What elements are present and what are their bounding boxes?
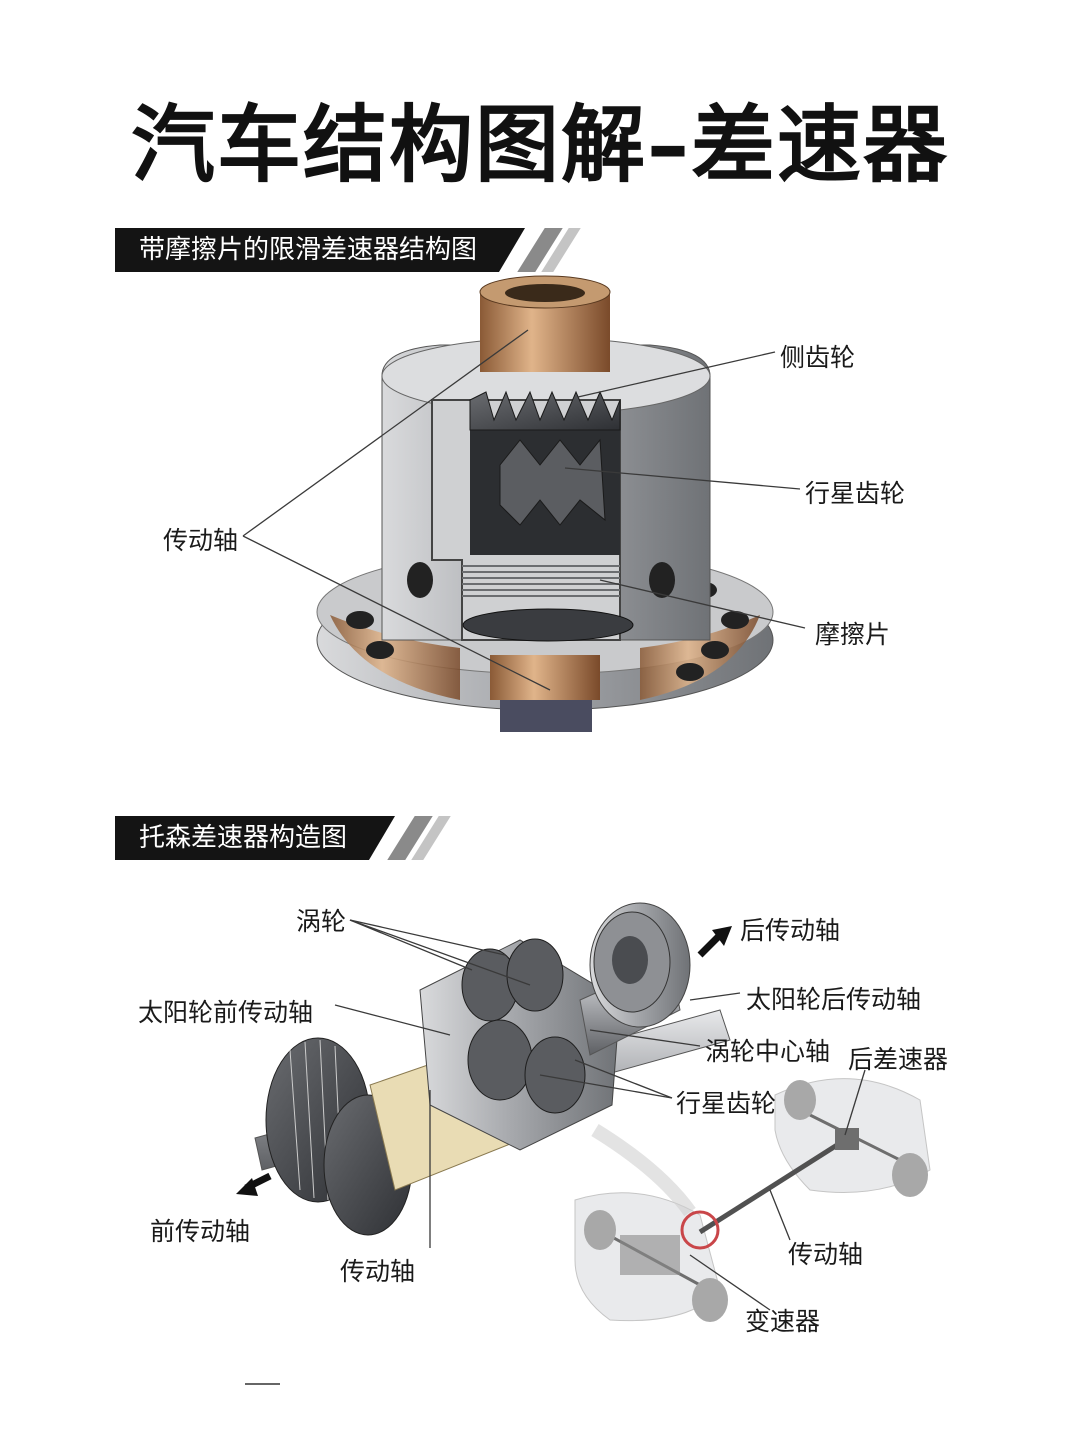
page-title: 汽车结构图解–差速器 xyxy=(130,96,949,194)
section1-heading-banner: 带摩擦片的限滑差速器结构图 xyxy=(115,228,581,272)
section1-leader-lines xyxy=(242,329,806,691)
label-transmission: 变速器 xyxy=(745,1307,821,1336)
label-drive-shaft-2: 传动轴 xyxy=(340,1257,416,1286)
leader-worm-wheel-1 xyxy=(349,919,473,971)
leader-transmission xyxy=(689,1254,771,1311)
leader-side-gear xyxy=(577,351,776,398)
label-drive-shaft: 传动轴 xyxy=(163,526,239,555)
leader-sun-rear-shaft xyxy=(689,992,741,1001)
label-sun-front-shaft: 太阳轮前传动轴 xyxy=(138,998,314,1027)
lsd-illustration xyxy=(316,275,774,732)
torsen-illustration xyxy=(236,902,732,1236)
label-planet-gear-2: 行星齿轮 xyxy=(676,1089,777,1118)
leader-planet-gear-2 xyxy=(574,1059,673,1099)
leader-rear-differential xyxy=(844,1069,866,1136)
leader-worm-center-shaft xyxy=(589,1029,701,1047)
section2-heading-banner: 托森差速器构造图 xyxy=(115,816,451,860)
leader-planet-gear xyxy=(564,467,801,490)
label-friction-plate: 摩擦片 xyxy=(815,620,891,649)
leader-worm-wheel-3 xyxy=(349,919,531,986)
label-planet-gear: 行星齿轮 xyxy=(805,479,906,508)
car-leader-lines xyxy=(689,1069,866,1311)
section2-leader-lines xyxy=(334,919,741,1248)
leader-drive-shaft-top xyxy=(242,329,529,537)
label-worm-center-shaft: 涡轮中心轴 xyxy=(705,1037,831,1066)
label-rear-differential: 后差速器 xyxy=(848,1045,949,1074)
transmission-highlight-circle xyxy=(680,1210,720,1250)
section1-heading: 带摩擦片的限滑差速器结构图 xyxy=(115,228,500,272)
leader-car-drive-shaft xyxy=(769,1189,791,1241)
leader-friction-plate xyxy=(599,579,806,629)
label-rear-drive-shaft: 后传动轴 xyxy=(740,916,841,945)
car-chassis-illustration xyxy=(574,1078,931,1322)
section2-heading: 托森差速器构造图 xyxy=(115,816,370,860)
label-sun-rear-shaft: 太阳轮后传动轴 xyxy=(746,985,922,1014)
label-side-gear: 侧齿轮 xyxy=(780,343,856,372)
leader-drive-shaft-bottom xyxy=(242,535,551,691)
label-front-drive-shaft: 前传动轴 xyxy=(150,1217,251,1246)
leader-worm-wheel-2 xyxy=(349,919,506,956)
label-car-drive-shaft: 传动轴 xyxy=(788,1240,864,1269)
label-worm-wheel: 涡轮 xyxy=(296,907,347,936)
leader-planet-gear-1 xyxy=(539,1074,673,1099)
leader-sun-front-shaft xyxy=(334,1004,451,1036)
